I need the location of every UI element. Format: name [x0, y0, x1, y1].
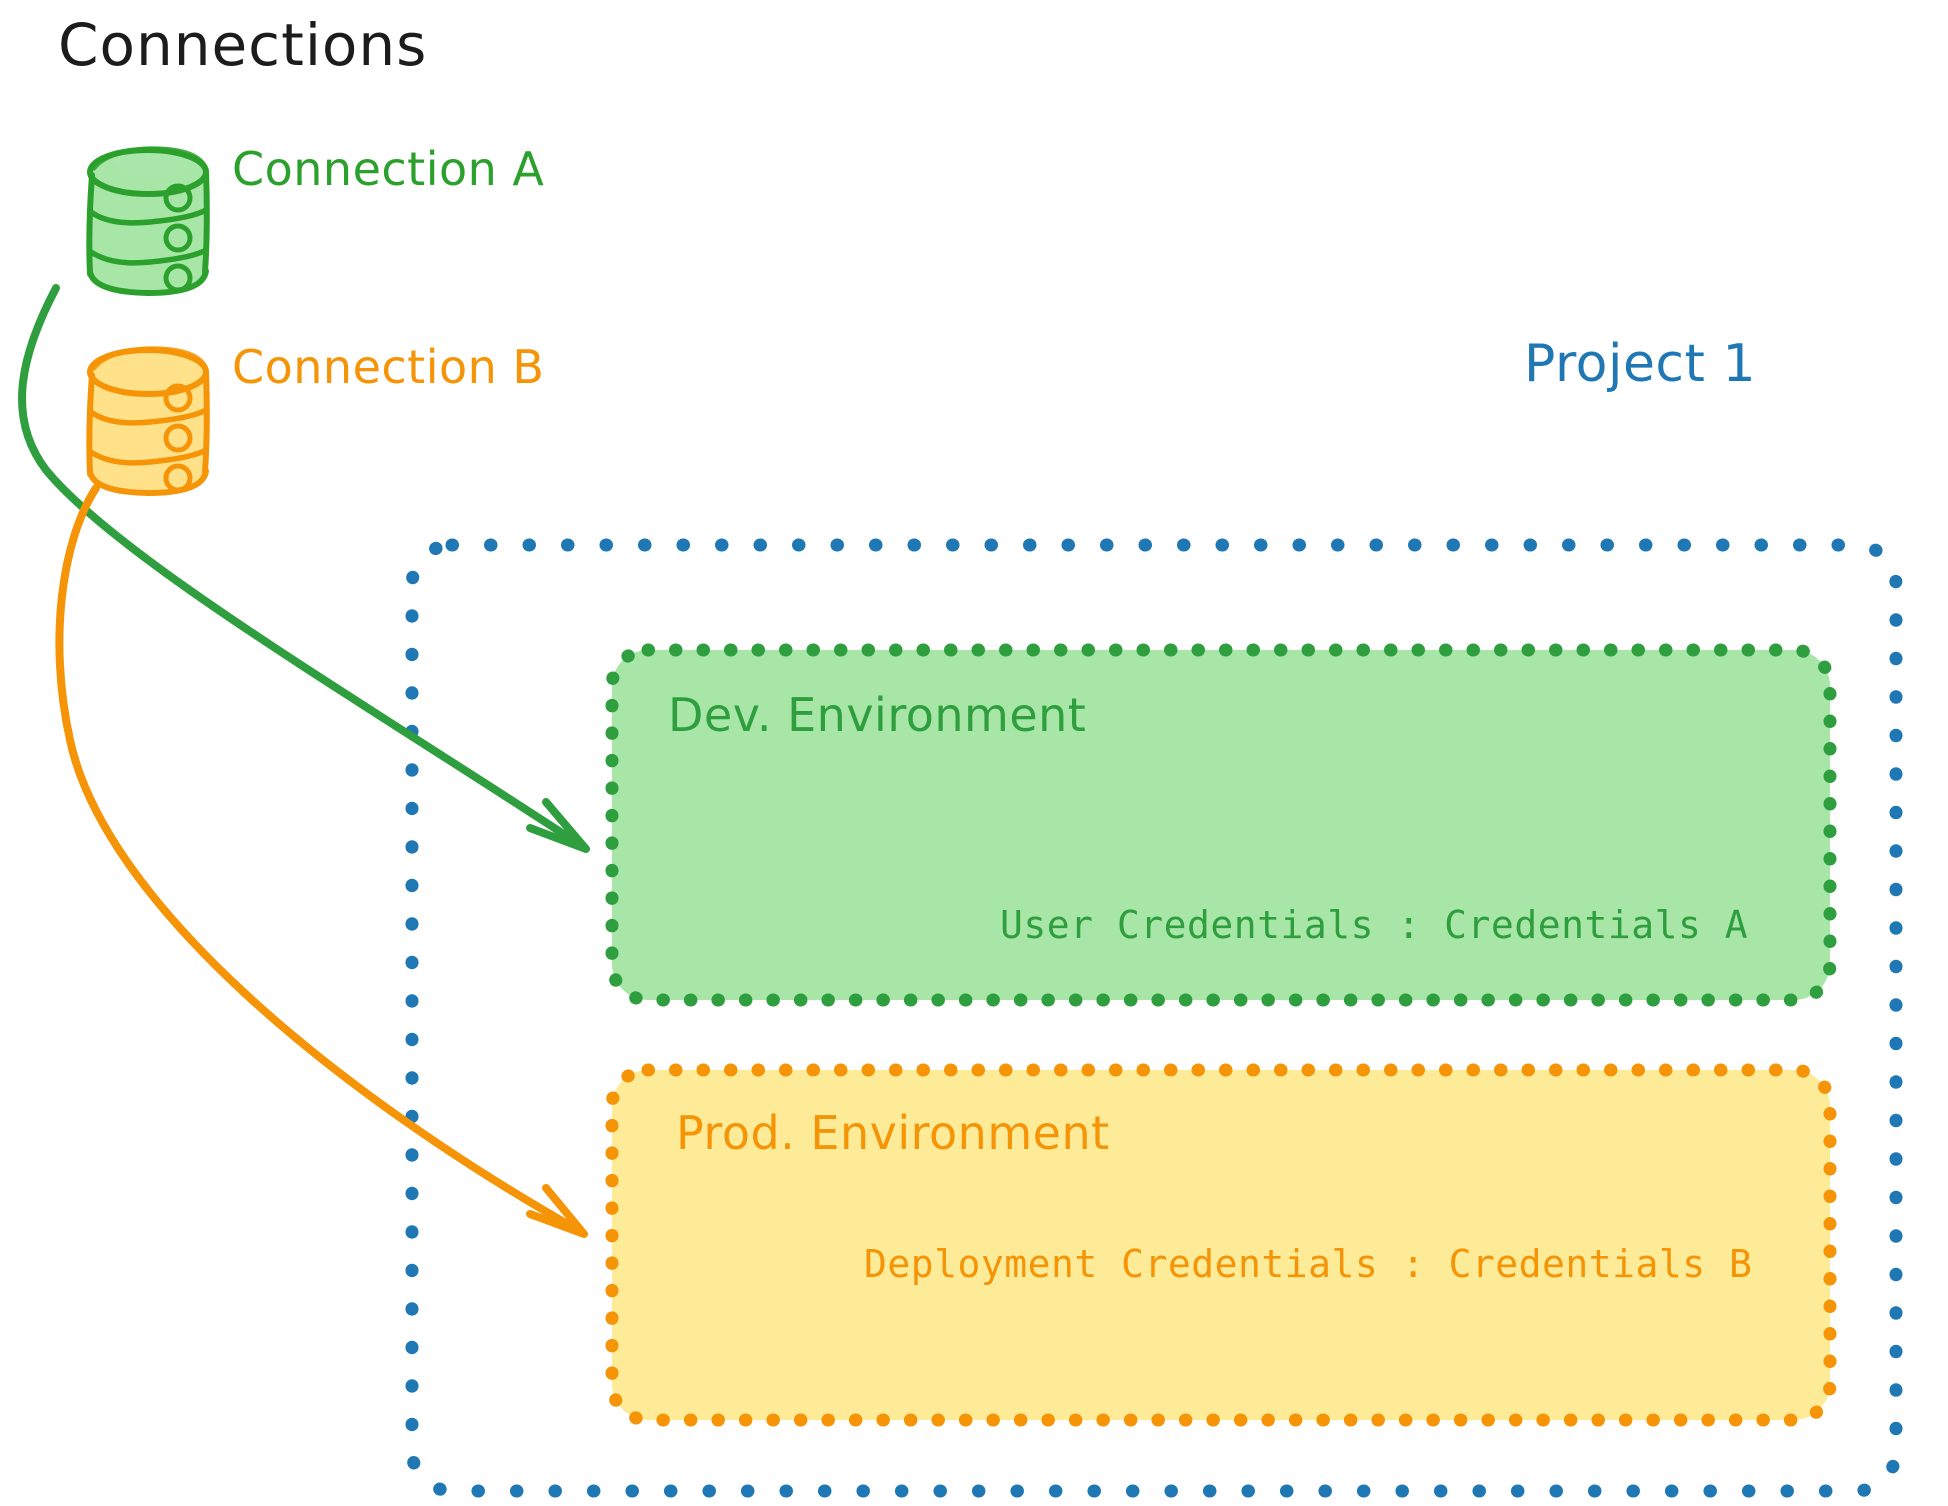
prod-environment-credentials: Deployment Credentials : Credentials B — [864, 1242, 1753, 1286]
project-1-label: Project 1 — [1524, 334, 1757, 394]
prod-environment-box[interactable] — [605, 1063, 1837, 1427]
database-cylinder-icon-a[interactable] — [86, 146, 210, 297]
arrow-connection-a-to-dev-environment — [18, 284, 590, 853]
database-cylinder-icon-b[interactable] — [86, 346, 210, 497]
connection-a-label[interactable]: Connection A — [232, 142, 545, 196]
dev-environment-box[interactable] — [605, 643, 1837, 1007]
prod-environment-title: Prod. Environment — [676, 1106, 1110, 1160]
connection-b-label[interactable]: Connection B — [232, 340, 545, 394]
arrow-connection-b-to-prod-environment — [55, 484, 588, 1238]
dev-environment-credentials: User Credentials : Credentials A — [1000, 903, 1749, 947]
page-title: Connections — [58, 11, 428, 79]
dev-environment-title: Dev. Environment — [668, 688, 1087, 742]
